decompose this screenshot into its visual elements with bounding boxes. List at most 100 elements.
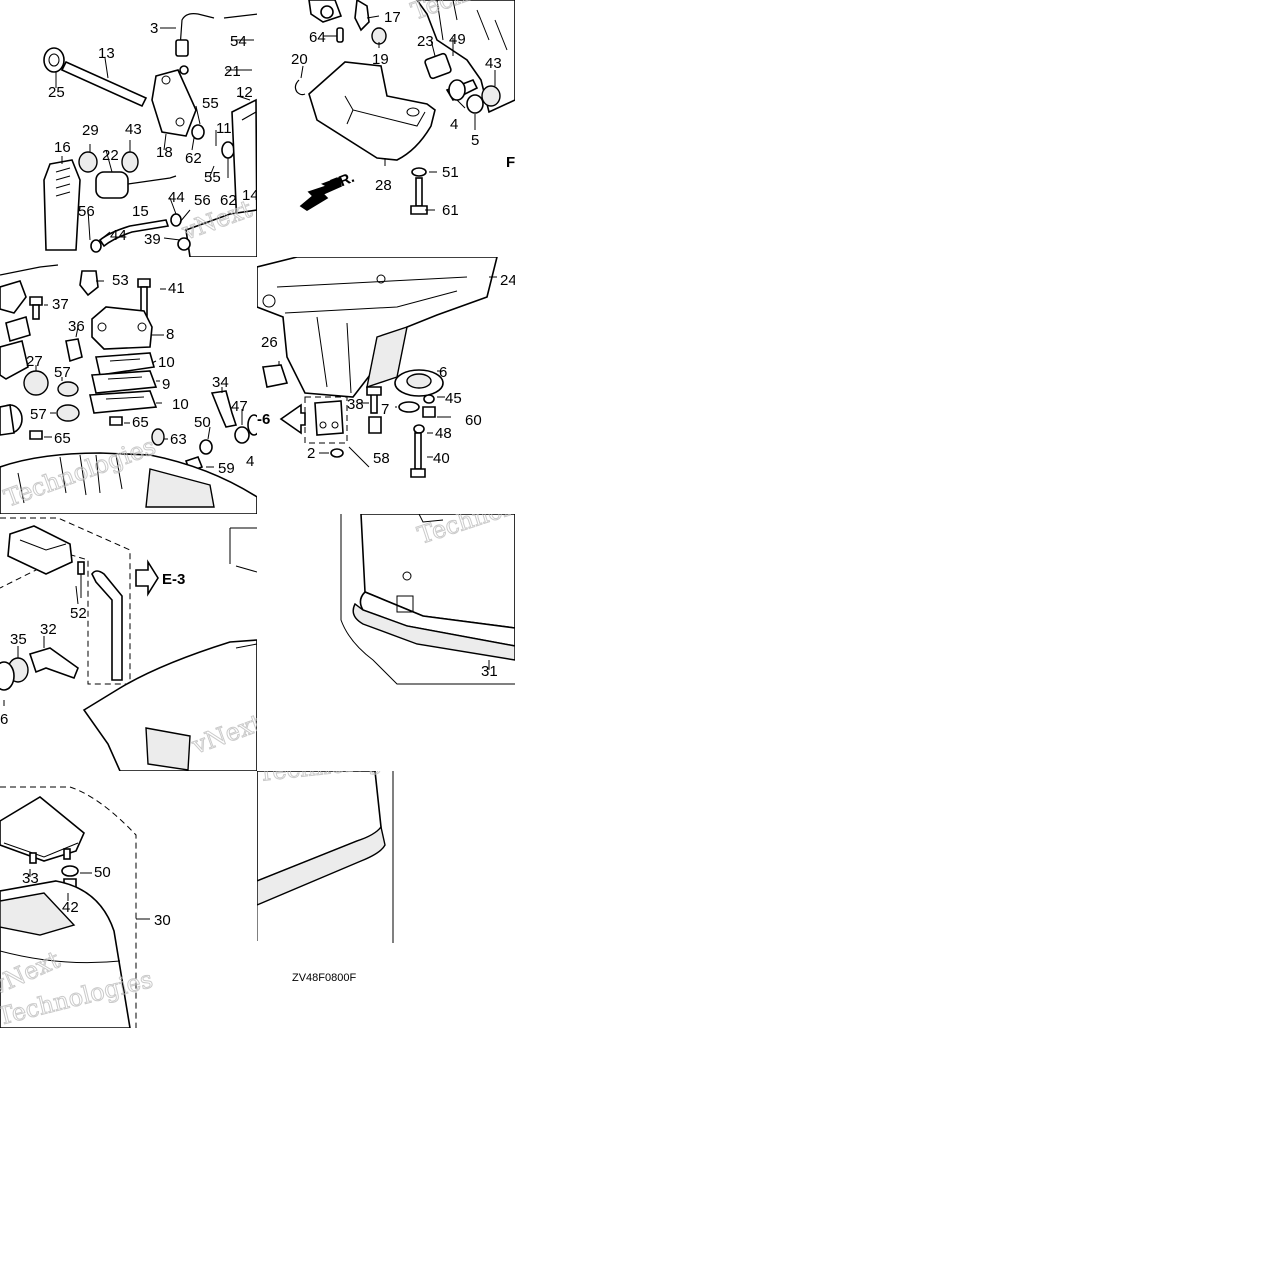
callout-58: 58 [373,450,390,467]
callout-32: 32 [40,621,57,638]
callout-43-b: 43 [485,55,502,72]
callout-24: 24 [500,272,517,289]
callout-6-b: 6 [0,711,8,728]
tile-top-right: FR. 17 64 23 49 19 20 43 4 5 28 51 61 F … [291,0,515,219]
callout-36: 36 [68,318,85,335]
cover-plate [91,306,153,350]
callout-60: 60 [465,412,482,429]
callout-49: 49 [449,31,466,48]
callout-39: 39 [144,231,161,248]
callout-23: 23 [417,33,434,50]
partial-label-f: F [506,154,515,171]
callout-29: 29 [82,122,99,139]
callout-48: 48 [435,425,452,442]
tile-middle-right: -6 24 26 6 38 7 45 60 48 2 58 40 [257,257,517,478]
callout-54: 54 [230,33,247,50]
callout-56-b: 56 [78,203,95,220]
callout-57-b: 57 [30,406,47,423]
callout-52: 52 [70,605,87,622]
callout-59: 59 [218,460,235,477]
ref-label-e6: -6 [257,411,270,428]
throttle-rod [60,60,148,108]
callout-64: 64 [309,29,326,46]
callout-15: 15 [132,203,149,220]
callout-27: 27 [26,353,43,370]
access-panel [0,796,85,862]
callout-34: 34 [212,374,229,391]
callout-31: 31 [481,663,498,680]
callout-10-b: 10 [172,396,189,413]
callout-44-b: 44 [110,227,127,244]
cable-fitting [175,39,189,57]
callout-28: 28 [375,177,392,194]
callout-5: 5 [471,132,479,149]
switch [95,171,129,199]
callout-4-b: 4 [246,453,254,470]
callout-43: 43 [125,121,142,138]
callout-57: 57 [54,364,71,381]
tray [308,61,436,161]
callout-3: 3 [150,20,158,37]
callout-17: 17 [384,9,401,26]
callout-62-b: 62 [220,192,237,209]
tile-lower-right: 31 Technologies [340,514,515,685]
callout-13: 13 [98,45,115,62]
callout-35: 35 [10,631,27,648]
callout-42: 42 [62,899,79,916]
front-arrow [299,176,342,211]
callout-45: 45 [445,390,462,407]
tile-bottom-right: Technologies ZV48F0800F [257,771,418,984]
callout-8: 8 [166,326,174,343]
callout-11: 11 [216,120,232,137]
callout-65-b: 65 [54,430,71,447]
callout-4: 4 [450,116,458,133]
callout-2: 2 [307,445,315,462]
cover-seal-2 [257,825,386,906]
cover-seal [352,602,515,661]
callout-62: 62 [185,150,202,167]
callout-25: 25 [48,84,65,101]
callout-56: 56 [194,192,211,209]
callout-16: 16 [54,139,71,156]
callout-41: 41 [168,280,185,297]
callout-26: 26 [261,334,278,351]
callout-44: 44 [168,189,185,206]
callout-21: 21 [224,63,241,80]
callout-37: 37 [52,296,69,313]
tile-bottom-left: 33 50 42 30 vNext Technologies [0,786,171,1028]
callout-53: 53 [112,272,129,289]
callout-18: 18 [156,144,173,161]
knob [43,47,65,73]
callout-47: 47 [231,398,248,415]
ref-arrow [279,403,306,435]
callout-63: 63 [170,431,187,448]
callout-30: 30 [154,912,171,929]
callout-40: 40 [433,450,450,467]
callout-61: 61 [442,202,459,219]
callout-12: 12 [236,84,253,101]
ref-label-e3: E-3 [162,571,185,588]
diagram-code: ZV48F0800F [292,972,356,984]
callout-38: 38 [347,396,364,413]
callout-7: 7 [381,401,389,418]
throttle-arm [151,69,197,137]
callout-50: 50 [194,414,211,431]
callout-10: 10 [158,354,175,371]
callout-55: 55 [202,95,219,112]
front-arrow-label: FR. [328,169,357,194]
callout-20: 20 [291,51,308,68]
callout-22: 22 [102,147,119,164]
callout-6: 6 [439,364,447,381]
callout-65: 65 [132,414,149,431]
tile-top-left: 3 54 21 13 25 12 55 11 29 43 22 18 62 16… [43,13,259,257]
ref-arrow-e3 [135,559,159,597]
callout-55-b: 55 [204,169,221,186]
callout-14: 14 [242,187,259,204]
callout-50-b: 50 [94,864,111,881]
bracket [43,159,81,251]
callout-51: 51 [442,164,459,181]
callout-19: 19 [372,51,389,68]
tile-middle-left: 53 41 37 36 8 10 27 9 57 10 34 57 65 50 … [0,264,257,514]
callout-9: 9 [162,376,170,393]
